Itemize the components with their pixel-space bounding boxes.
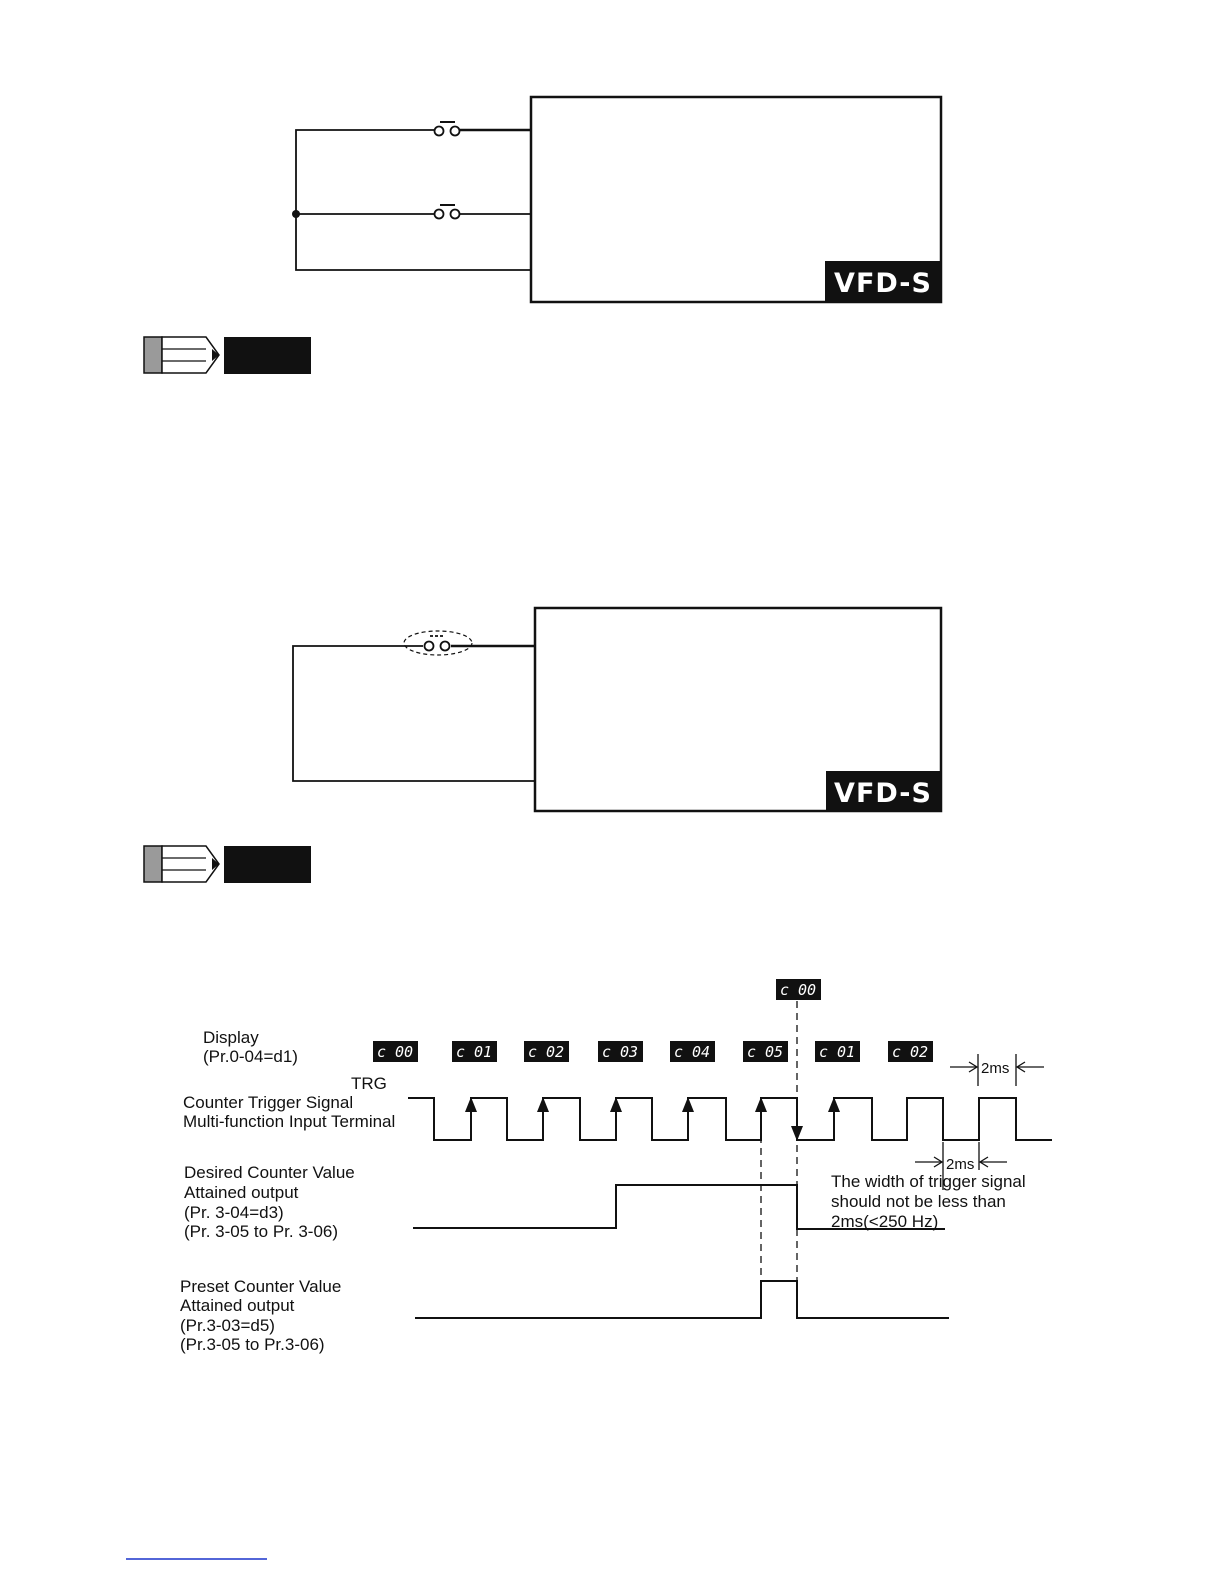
desired-label-line1: Desired Counter Value [184,1163,355,1182]
width-note-line3: 2ms(<250 Hz) [831,1212,938,1231]
preset-label-line1: Preset Counter Value [180,1277,341,1296]
preset-label-line4: (Pr.3-05 to Pr.3-06) [180,1335,325,1354]
wiring-diagram-2: VFD-S [292,606,943,813]
display-value: c 01 [819,1043,855,1061]
display-value: c 00 [377,1043,413,1061]
dimension-2ms-bottom [915,1142,1007,1190]
display-box-top [776,979,821,1000]
display-value: c 05 [747,1043,783,1061]
preset-output-waveform [415,1280,949,1319]
display-box [373,1041,418,1062]
timing-diagram: c 00 Display (Pr.0-04=d1) TRG Counter Tr… [180,979,1052,1354]
trigger-label-line1: Counter Trigger Signal [183,1093,353,1112]
trigger-label-line2: Multi-function Input Terminal [183,1112,395,1131]
display-box [743,1041,788,1062]
brand-label-1: VFD-S [834,268,932,299]
preset-label-line2: Attained output [180,1296,295,1315]
dashed-switch-icon [403,630,473,656]
trigger-waveform [408,1097,1052,1141]
wiring-diagram-1: VFD-S [292,95,943,304]
brand-badge-1 [825,261,941,302]
display-box [598,1041,643,1062]
display-value-top: c 00 [780,981,816,999]
dimension-2ms-top [950,1054,1044,1086]
display-box [524,1041,569,1062]
display-box [452,1041,497,1062]
width-note-line1: The width of trigger signal [831,1172,1026,1191]
display-value: c 02 [528,1043,564,1061]
display-value: c 04 [674,1043,710,1061]
brand-badge-2 [826,771,941,811]
desired-label-line4: (Pr. 3-05 to Pr. 3-06) [184,1222,338,1241]
display-label-line1: Display [203,1028,259,1047]
brand-label-2: VFD-S [834,778,932,809]
display-label-line2: (Pr.0-04=d1) [203,1047,298,1066]
junction-dot [292,210,300,218]
preset-label-line3: (Pr.3-03=d5) [180,1316,275,1335]
dimension-2ms-top-label: 2ms [981,1060,1009,1077]
desired-label-line3: (Pr. 3-04=d3) [184,1203,284,1222]
display-box [815,1041,860,1062]
trg-label: TRG [351,1074,387,1093]
drive-box-2 [533,606,943,813]
pushbutton-switch-icon [433,204,461,220]
dimension-2ms-bottom-label: 2ms [946,1156,974,1173]
pushbutton-switch-icon [433,121,461,137]
desired-output-waveform [413,1184,945,1230]
display-box [670,1041,715,1062]
display-value: c 01 [456,1043,492,1061]
display-row: c 00 c 01 c 02 c 03 c 04 c 05 c 01 c 02 [373,1041,933,1062]
display-value: c 02 [892,1043,928,1061]
note-pencil-icon [143,336,311,374]
drive-box-1 [529,95,943,304]
display-value: c 03 [602,1043,638,1061]
note-pencil-icon [143,845,311,883]
width-note-line2: should not be less than [831,1192,1006,1211]
desired-label-line2: Attained output [184,1183,299,1202]
display-box [888,1041,933,1062]
